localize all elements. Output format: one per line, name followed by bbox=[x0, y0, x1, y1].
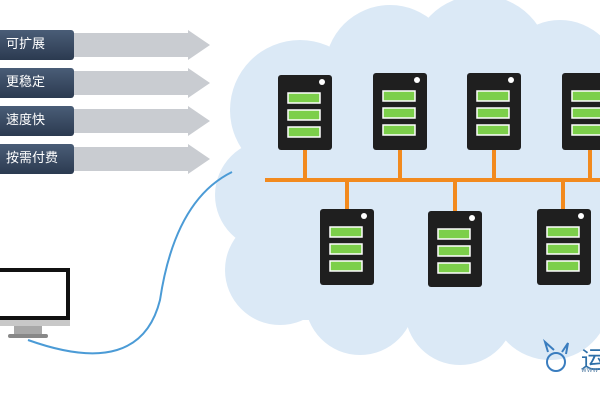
arrow-right-icon bbox=[74, 30, 210, 60]
arrow-right-icon bbox=[74, 144, 210, 174]
watermark-logo-icon bbox=[543, 338, 569, 372]
server-icon bbox=[537, 209, 591, 285]
network-bus bbox=[265, 150, 600, 212]
feature-item: 按需付费 bbox=[0, 144, 210, 174]
server-icon bbox=[278, 75, 332, 150]
monitor-icon bbox=[0, 268, 70, 338]
feature-item: 速度快 bbox=[0, 106, 210, 136]
server-icon bbox=[320, 209, 374, 285]
feature-label: 可扩展 bbox=[0, 30, 74, 60]
server-icon bbox=[562, 73, 600, 150]
arrow-right-icon bbox=[74, 68, 210, 98]
feature-label: 更稳定 bbox=[0, 68, 74, 98]
server-icon bbox=[428, 211, 482, 287]
feature-label: 按需付费 bbox=[0, 144, 74, 174]
feature-label: 速度快 bbox=[0, 106, 74, 136]
watermark-text: 运 bbox=[581, 346, 600, 374]
server-icon bbox=[467, 73, 521, 150]
arrow-right-icon bbox=[74, 106, 210, 136]
cloud-shape bbox=[215, 0, 600, 365]
feature-item: 可扩展 bbox=[0, 30, 210, 60]
network-cable bbox=[27, 171, 233, 355]
feature-item: 更稳定 bbox=[0, 68, 210, 98]
server-icon bbox=[373, 73, 427, 150]
watermark-url: www bbox=[581, 366, 599, 374]
